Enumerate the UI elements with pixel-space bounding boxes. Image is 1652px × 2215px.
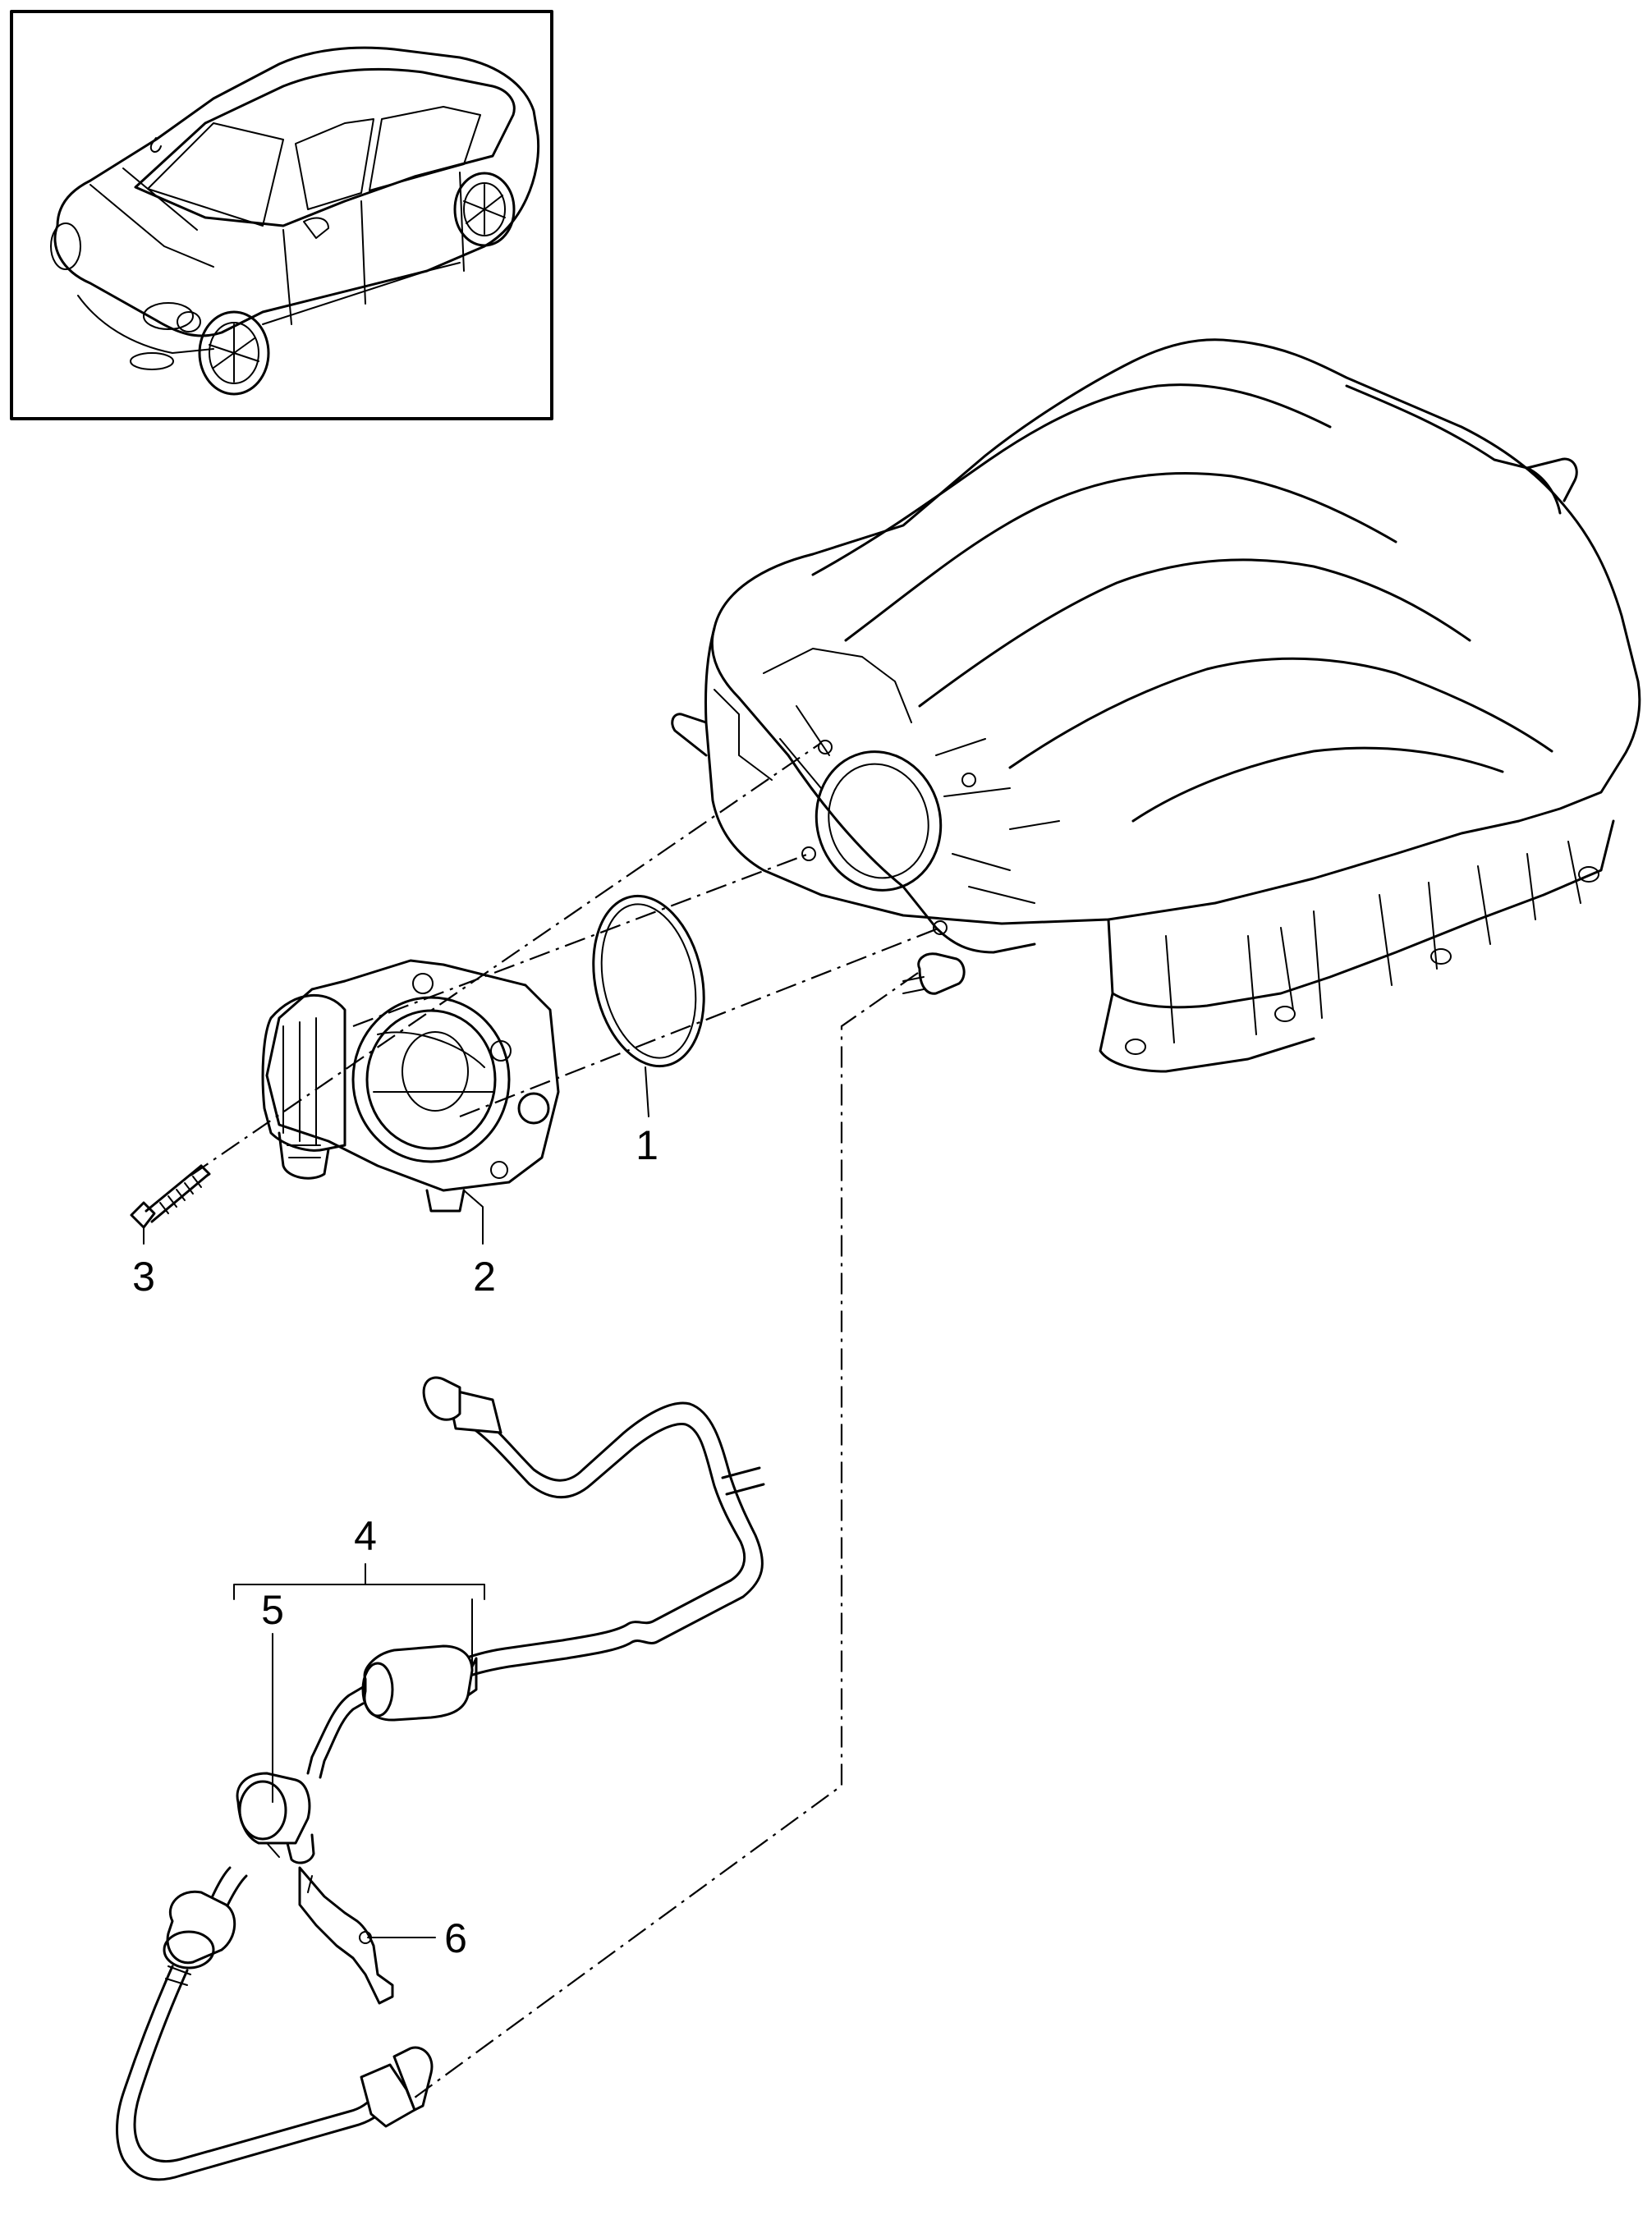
leader-lines [143,1066,649,1938]
front-wheel [198,310,270,396]
callout-3: 3 [132,1254,155,1300]
vehicle-overview-inset [10,10,553,420]
callout-2: 2 [473,1254,496,1300]
callout-6: 6 [444,1915,467,1961]
callouts: 1 2 3 4 5 6 [132,1122,659,1961]
vacuum-hose [116,1376,765,2181]
callout-5: 5 [261,1587,284,1633]
screw [130,1164,211,1229]
throttle-body [261,959,560,1213]
car-overview-icon [50,46,540,396]
callout-1: 1 [636,1122,659,1168]
seal-ring [592,894,705,1068]
rear-wheel [453,172,516,247]
callout-4: 4 [354,1513,377,1559]
assembly-lines [190,742,941,2098]
hose-clamp [236,1772,315,1864]
bracket [298,1866,394,2005]
intake-manifold [671,338,1641,1073]
